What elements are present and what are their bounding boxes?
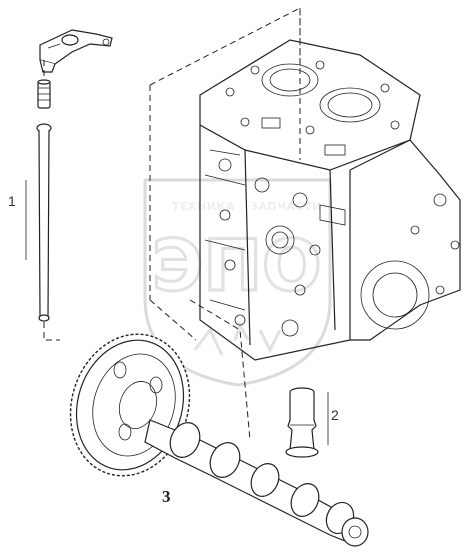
valve-adjuster [37,79,51,109]
callout-3-label: 3 [162,487,171,506]
rocker-arm [39,29,113,73]
callout-2-label: 2 [331,407,339,423]
watermark-text-1: ТЕХНИКА [172,200,235,213]
callout-1-label: 1 [8,193,16,209]
watermark-letters: ЭПО [152,225,321,307]
engine-block [149,7,461,361]
callout-3: 3 [162,487,171,506]
callout-2: 2 [327,392,339,445]
tappet [285,387,319,458]
push-rod [36,60,60,341]
camshaft-assembly [69,299,369,547]
watermark-text-2: ЗАПЧАСТИ [250,200,322,213]
callout-1: 1 [8,180,27,260]
watermark-logo: ТЕХНИКА ЗАПЧАСТИ ЭПО [143,178,332,387]
